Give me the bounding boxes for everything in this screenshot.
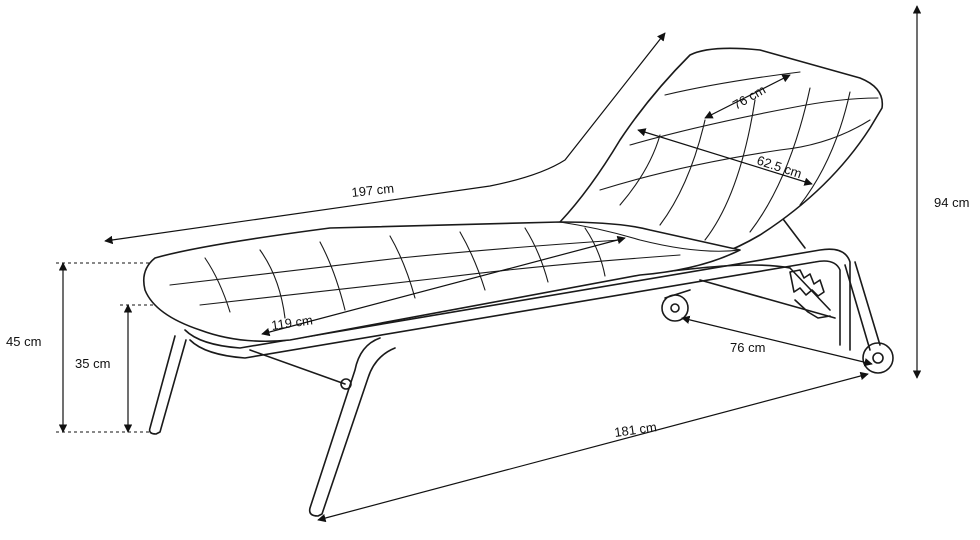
dim-label-height-seat: 35 cm <box>75 356 110 371</box>
dimension-lines <box>56 5 922 523</box>
dim-label-length-total: 197 cm <box>351 181 395 200</box>
lounger-cushion <box>142 47 884 342</box>
dim-label-height-cushion: 45 cm <box>6 334 41 349</box>
wheel-left <box>661 294 689 322</box>
dim-label-height-total: 94 cm <box>934 195 969 210</box>
dim-label-frame-length: 181 cm <box>613 419 657 440</box>
lounger-frame <box>148 214 894 517</box>
wheel-right <box>862 342 894 374</box>
dim-label-wheel-axis: 76 cm <box>730 340 765 355</box>
dim-label-seat-length: 119 cm <box>270 312 313 333</box>
